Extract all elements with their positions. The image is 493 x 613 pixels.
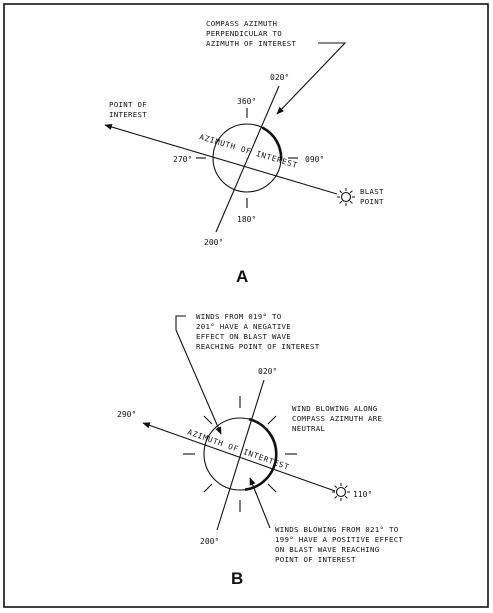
panel-b-deg-290: 290° [117,410,136,419]
panel-a-note-line-2: PERPENDICULAR TO [206,29,282,38]
panel-b-azimuth-line [142,422,336,492]
panel-b-blast-icon [332,483,350,501]
panel-b-tick-sw [203,483,213,493]
panel-b: WINDS FROM 019° TO 201° HAVE A NEGATIVE … [117,312,403,588]
panel-b-positive-line-1: WINDS BLOWING FROM 021° TO [275,525,399,534]
panel-a-blast-point-line-1: BLAST [360,187,384,196]
panel-a-deg-020: 020° [270,73,289,82]
panel-b-positive-leader [249,477,271,529]
panel-b-neutral-line-3: NEUTRAL [292,424,325,433]
panel-b-negative-line-1: WINDS FROM 019° TO [196,312,282,321]
panel-a-note-line-1: COMPASS AZIMUTH [206,19,277,28]
panel-a-perpendicular-line [215,85,280,233]
panel-b-tick-ne [267,415,277,425]
panel-b-deg-020: 020° [258,367,277,376]
panel-a: COMPASS AZIMUTH PERPENDICULAR TO AZIMUTH… [104,19,384,286]
panel-b-label: B [231,569,243,588]
panel-b-negative-line-2: 201° HAVE A NEGATIVE [196,322,291,331]
panel-b-perpendicular-line [216,379,265,531]
panel-b-negative-leader [175,329,222,435]
panel-a-azimuth-line [104,124,338,195]
panel-b-positive-line-3: ON BLAST WAVE REACHING [275,545,380,554]
panel-a-label: A [236,267,248,286]
panel-a-note-leader [276,42,347,115]
panel-a-deg-270: 270° [173,155,192,164]
panel-a-point-of-interest-line-1: POINT OF [109,100,147,109]
panel-b-thick-arc [244,417,278,491]
panel-b-deg-200: 200° [200,537,219,546]
panel-b-neutral-line-1: WIND BLOWING ALONG [292,404,378,413]
panel-b-positive-line-4: POINT OF INTEREST [275,555,356,564]
panel-a-note-line-3: AZIMUTH OF INTEREST [206,39,296,48]
panel-a-blast-point-line-2: POINT [360,197,384,206]
panel-a-deg-360: 360° [237,97,256,106]
panel-a-deg-090: 090° [305,155,324,164]
panel-b-note-bracket [175,315,186,330]
panel-a-deg-200: 200° [204,238,223,247]
panel-b-tick-nw [203,415,213,425]
panel-a-thick-arc [261,126,283,161]
panel-a-blast-icon [337,188,355,206]
panel-a-point-of-interest-line-2: INTEREST [109,110,147,119]
panel-a-deg-180: 180° [237,215,256,224]
panel-b-negative-line-3: EFFECT ON BLAST WAVE [196,332,291,341]
panel-b-deg-110: 110° [353,490,372,499]
panel-b-neutral-line-2: COMPASS AZIMUTH ARE [292,414,382,423]
panel-b-tick-se [267,483,277,493]
figure-border [3,3,489,608]
panel-b-positive-line-2: 199° HAVE A POSITIVE EFFECT [275,535,403,544]
panel-b-negative-line-4: REACHING POINT OF INTEREST [196,342,320,351]
